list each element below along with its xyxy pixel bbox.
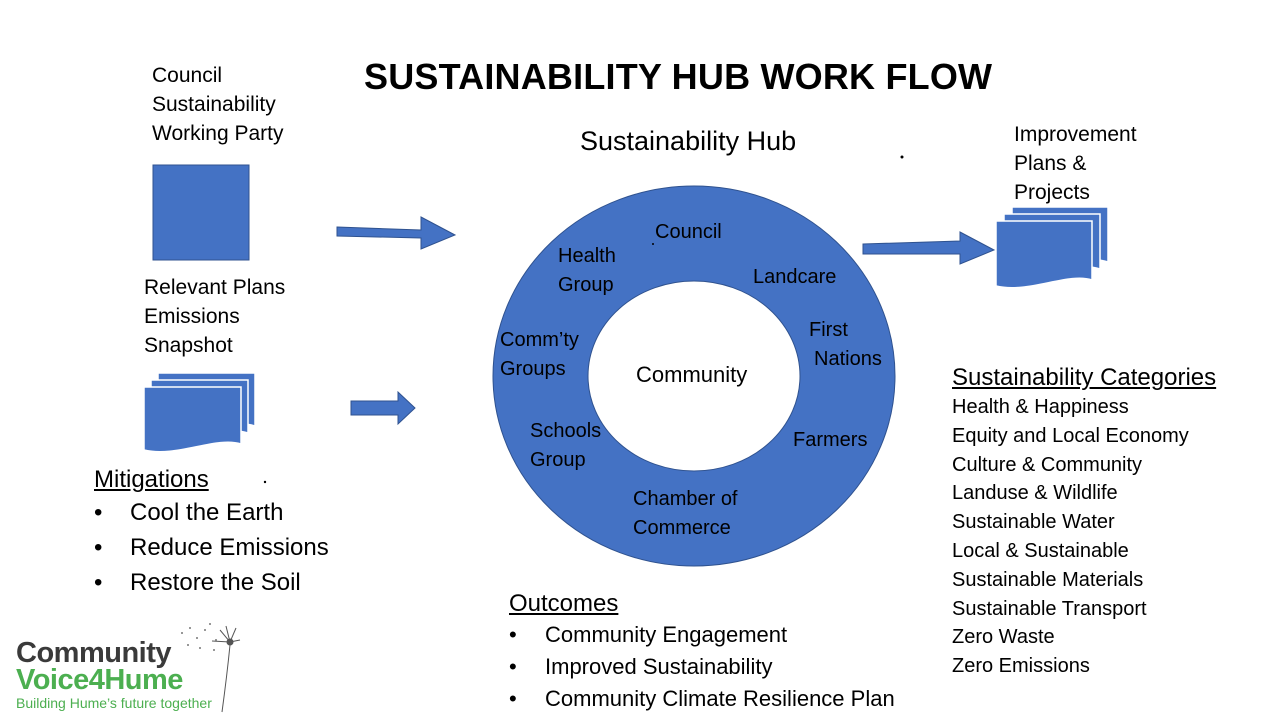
arrow-to-hub-mid — [350, 390, 416, 426]
logo-tagline: Building Hume’s future together — [16, 695, 212, 711]
stray-dot — [900, 155, 904, 159]
label-line: Working Party — [152, 122, 284, 145]
list-item: Health & Happiness — [952, 396, 1129, 418]
categories-heading: Sustainability Categories — [952, 364, 1217, 391]
ring-label-council: Council — [655, 221, 722, 243]
mitigations-section: Mitigations Cool the Earth Reduce Emissi… — [94, 465, 329, 600]
list-item: Zero Waste — [952, 626, 1055, 649]
list-item: Zero Emissions — [952, 655, 1090, 678]
list-item: Restore the Soil — [94, 565, 329, 600]
ring-line: Commerce — [633, 517, 731, 539]
list-item: Sustainable Water — [952, 511, 1115, 534]
mitigations-list: Cool the Earth Reduce Emissions Restore … — [94, 495, 329, 600]
ring-label-first-nations: First Nations — [809, 316, 882, 374]
outcomes-heading: Outcomes — [509, 590, 619, 617]
ring-line: Group — [530, 449, 586, 471]
arrow-from-hub — [862, 231, 996, 265]
ring-line: Group — [558, 274, 614, 296]
hub-center-label: Community — [636, 362, 748, 387]
list-item: Community Engagement — [509, 619, 895, 651]
label-line: Council — [152, 64, 223, 87]
ring-label-landcare: Landcare — [753, 266, 837, 288]
label-line: Relevant Plans — [144, 276, 286, 299]
plans-document-stack — [143, 372, 256, 453]
diagram-title: SUSTAINABILITY HUB WORK FLOW — [364, 56, 993, 97]
ring-line: Health — [558, 245, 616, 267]
ring-line: Groups — [500, 358, 566, 380]
hub-title: Sustainability Hub — [580, 126, 797, 156]
improvement-plans-label: Improvement Plans & Projects — [1014, 120, 1137, 207]
label-line: Snapshot — [144, 334, 233, 357]
list-item: Landuse & Wildlife — [952, 482, 1118, 505]
mitigations-heading: Mitigations — [94, 466, 209, 493]
list-item: Sustainable Transport — [952, 597, 1147, 620]
working-party-square — [152, 164, 250, 261]
working-party-label: Council Sustainability Working Party — [152, 61, 284, 148]
label-line: Sustainability — [152, 93, 276, 116]
ring-line: Nations — [814, 348, 882, 370]
list-item: Local & Sustainable — [952, 539, 1129, 562]
relevant-plans-label: Relevant Plans Emissions Snapshot — [144, 273, 285, 360]
logo-line1: Community — [16, 637, 172, 669]
ring-label-commty: Comm’ty Groups — [500, 326, 579, 384]
outcomes-section: Outcomes Community Engagement Improved S… — [509, 589, 895, 715]
label-line: Plans & — [1014, 152, 1087, 175]
ring-label-farmers: Farmers — [793, 429, 868, 451]
arrow-to-hub-top — [336, 216, 457, 250]
label-line: Emissions — [144, 305, 240, 328]
label-line: Projects — [1014, 181, 1090, 204]
list-item: Community Climate Resilience Plan — [509, 683, 895, 715]
seed-dots — [181, 623, 217, 651]
projects-document-stack — [995, 206, 1109, 289]
ring-line: First — [809, 319, 848, 341]
categories-section: Sustainability Categories Health & Happi… — [952, 363, 1216, 681]
ring-label-health: Health Group — [558, 242, 616, 300]
outcomes-list: Community Engagement Improved Sustainabi… — [509, 619, 895, 715]
list-item: Cool the Earth — [94, 495, 329, 530]
list-item: Reduce Emissions — [94, 530, 329, 565]
list-item: Sustainable Materials — [952, 568, 1144, 591]
hub-ring — [492, 185, 896, 567]
ring-line: Schools — [530, 420, 602, 442]
ring-line: Chamber of — [633, 488, 738, 510]
stray-dot — [263, 480, 267, 484]
list-item: Culture & Community — [952, 453, 1143, 476]
label-line: Improvement — [1014, 123, 1137, 146]
dandelion-icon — [211, 625, 241, 713]
list-item: Improved Sustainability — [509, 651, 895, 683]
ring-label-chamber: Chamber of Commerce — [633, 485, 738, 543]
ring-label-schools: Schools Group — [530, 417, 601, 475]
categories-list: Health & Happiness Equity and Local Econ… — [952, 393, 1216, 681]
stray-dot — [652, 243, 654, 245]
ring-line: Comm’ty — [500, 329, 579, 351]
list-item: Equity and Local Economy — [952, 424, 1189, 447]
logo-line2: Voice4Hume — [16, 664, 183, 696]
